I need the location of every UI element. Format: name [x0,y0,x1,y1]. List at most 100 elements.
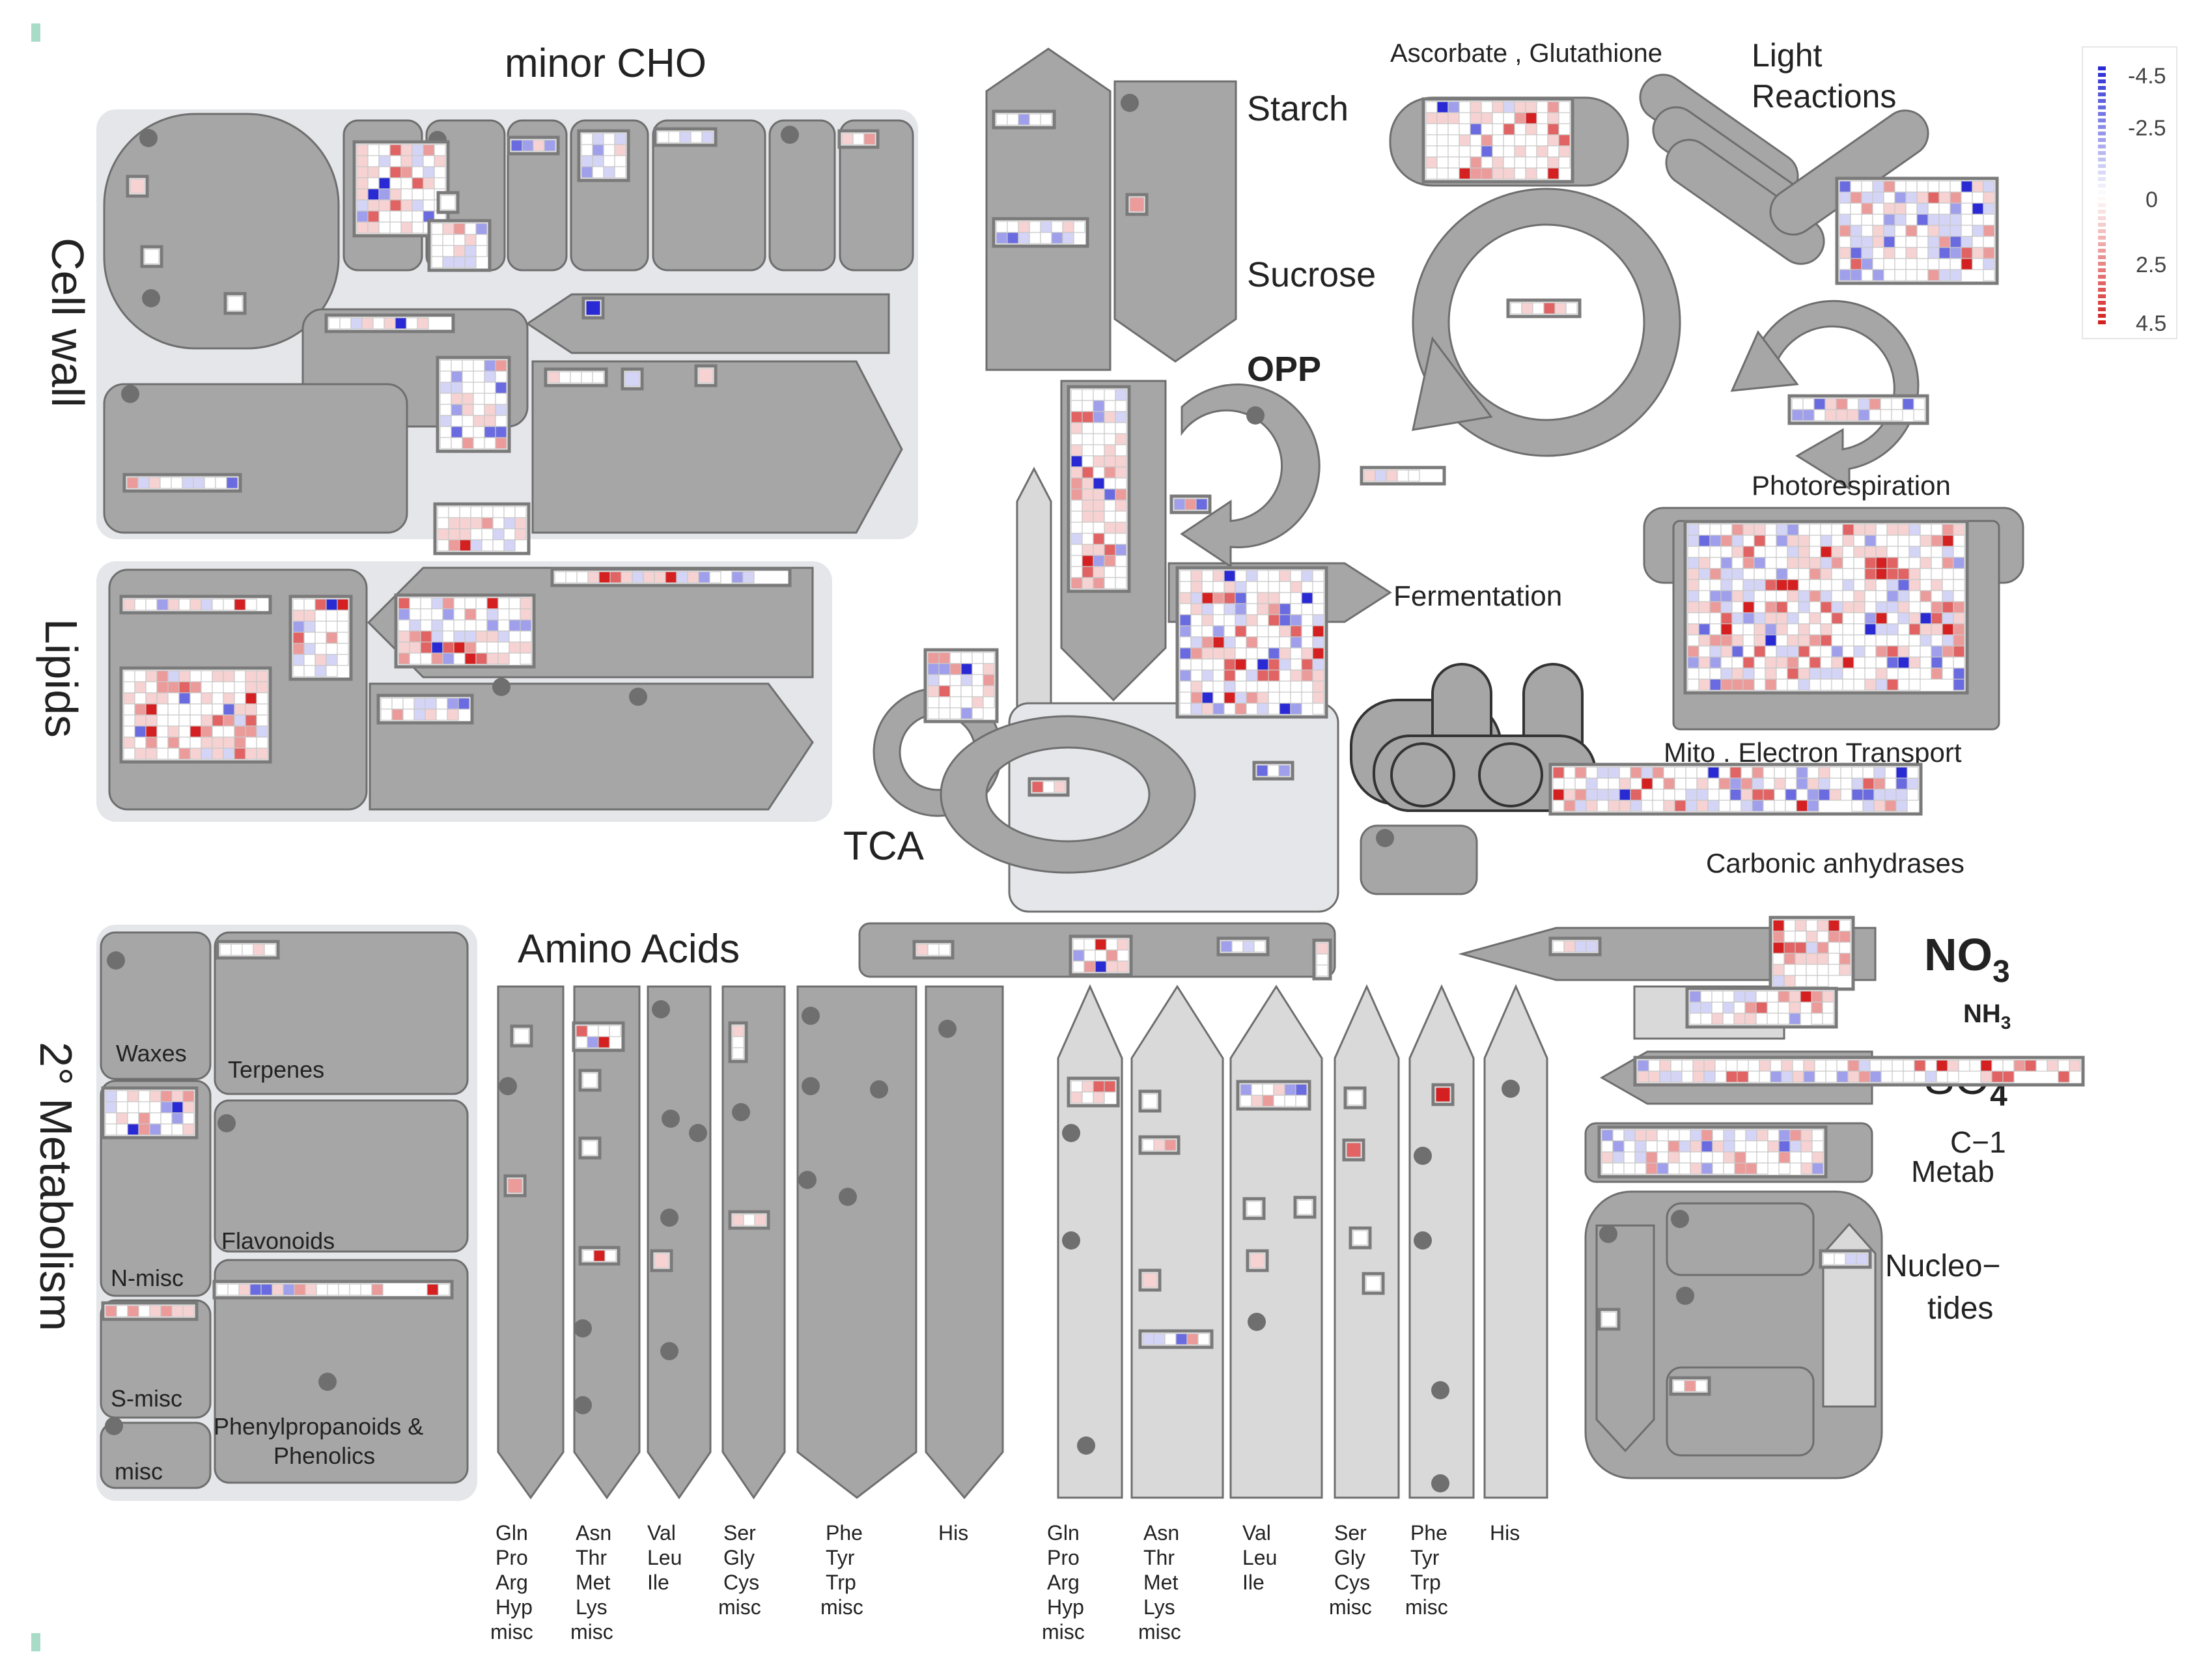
heatmap-cell [1776,557,1788,569]
heatmap-cell [1776,524,1788,536]
heatmap-grid [621,367,644,391]
heatmap-cell [1698,679,1711,691]
heatmap-cell [1492,145,1504,158]
heatmap-cell [1503,134,1515,147]
heatmap-cell [1634,1151,1647,1164]
heatmap-cell [548,371,560,384]
heatmap-cell [1711,990,1724,1003]
heatmap-cell [1776,612,1788,624]
heatmap-cell [1754,601,1766,613]
amino-acid-column [497,985,565,1500]
heatmap-cell [1778,1162,1791,1175]
heatmap-cell [1820,645,1832,658]
heatmap-cell [400,155,413,167]
heatmap-cell [1733,1001,1746,1014]
heatmap-cell [1190,614,1203,626]
heatmap-cell [1212,570,1225,582]
heatmap-cell [1674,800,1686,812]
heatmap-cell [1842,568,1854,580]
heatmap-cell [1767,990,1779,1003]
heatmap-cell [509,630,521,643]
heatmap-cell [1842,546,1854,558]
nucleotides-light-arrow [1822,1222,1877,1408]
heatmap-cell [145,748,158,760]
heatmap-cell [841,133,854,145]
heatmap-cell [1842,612,1854,624]
heatmap-cell [1875,623,1888,636]
heatmap-cell [423,199,435,212]
amino-acid-name: Hyp [496,1595,533,1619]
heatmap-cell [1104,577,1116,589]
heatmap-cell [1765,623,1777,636]
heatmap-cell [1853,656,1866,669]
unmeasured-bin-dot [660,1209,678,1227]
heatmap-cell [1809,590,1821,602]
heatmap-cell [1447,123,1460,135]
heatmap-cell [178,714,191,727]
legend-frame [2082,46,2177,339]
heatmap-cell [1070,400,1083,412]
heatmap-cell [1785,789,1797,801]
heatmap-cell [256,748,268,760]
heatmap-cell [1894,236,1907,248]
heatmap-cell [1822,990,1834,1003]
heatmap-cell [1173,498,1186,511]
heatmap-cell [167,736,180,749]
heatmap-cell [1268,603,1280,615]
heatmap-cell [1858,409,1870,421]
heatmap-cell [1770,1071,1782,1083]
heatmap-cell [1763,777,1775,790]
heatmap-cell [1853,645,1866,658]
heatmap-cell [1741,766,1753,779]
heatmap-cell [156,703,169,716]
heatmap-cell [1798,623,1810,636]
heatmap-cell [1853,579,1866,591]
unmeasured-bin-dot [217,1114,236,1132]
heatmap-cell [1905,247,1918,259]
heatmap-cell [1811,1129,1824,1141]
heatmap-cell [927,652,940,664]
amino-acid-column [1483,984,1548,1499]
heatmap-cell [1864,612,1877,624]
heatmap-cell [1905,180,1918,193]
heatmap-cell [1894,180,1907,193]
heatmap-cell [1851,766,1864,779]
heatmap-cell [1807,789,1819,801]
heatmap-cell [448,517,460,529]
heatmap-cell [1251,1084,1263,1096]
heatmap-cell [1748,1071,1760,1083]
heatmap-cell [1268,625,1280,637]
heatmap-cell [1312,703,1324,715]
heatmap-grid [1067,385,1131,593]
heatmap-cell [223,703,235,716]
legend-swatch [2098,164,2106,168]
heatmap-cell [1972,247,1984,259]
heatmap-cell [1700,1001,1713,1014]
heatmap-cell [972,707,984,720]
heatmap-cell [413,708,426,721]
heatmap-cell [1223,603,1236,615]
heatmap-cell [1861,247,1873,259]
heatmap-cell [156,692,169,705]
heatmap-cell [1115,466,1127,479]
amino-acid-name: Ile [1242,1571,1265,1594]
heatmap-cell [1809,579,1821,591]
heatmap-cell [464,608,477,621]
heatmap-cell [378,155,391,167]
heatmap-cell [1623,1129,1636,1141]
heatmap-cell [1897,656,1910,669]
nucleotides-sub-block [1666,1202,1815,1276]
heatmap-cell [156,736,169,749]
heatmap-cell [665,571,677,583]
heatmap-cell [1853,612,1866,624]
heatmap-cell [1279,647,1291,660]
heatmap-cell [389,188,402,201]
heatmap-cell [1817,942,1829,954]
heatmap-cell [1312,692,1324,704]
legend-swatch [2098,197,2106,201]
heatmap-cell [938,696,951,708]
heatmap-cell [1301,625,1313,637]
heatmap-cell [1070,1080,1083,1093]
heatmap-cell [1447,145,1460,158]
terpenes-block [214,931,469,1095]
